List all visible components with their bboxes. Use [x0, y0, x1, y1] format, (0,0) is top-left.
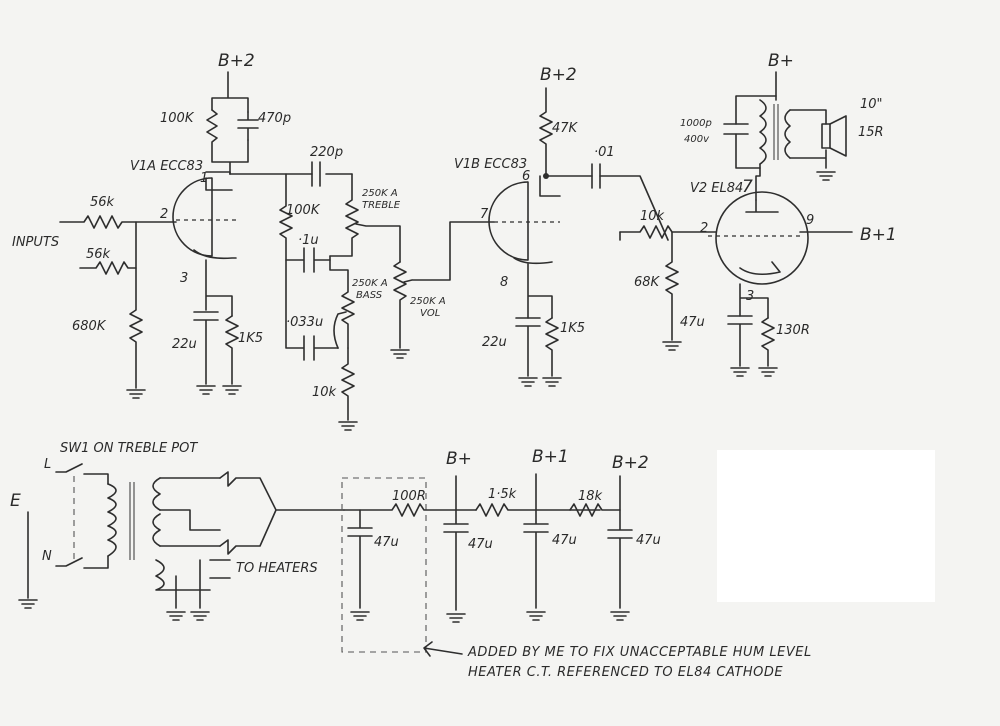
- psu-c2-label: 47u: [552, 533, 577, 548]
- added-components-box: [341, 477, 427, 653]
- v1b-pin-grid: 7: [480, 207, 489, 222]
- v1a-anode-cap-label: 470p: [258, 111, 291, 126]
- v1b-cathode-cap-label: 22u: [482, 335, 507, 350]
- power-supply: SW1 ON TREBLE POT L N E TO HEATERS 47u 1…: [10, 441, 661, 653]
- rail-b-plus-1-label-2: B+1: [532, 447, 569, 467]
- rail-b-plus-2-label-1: B+2: [218, 51, 255, 71]
- inputs-label: INPUTS: [12, 235, 59, 250]
- v2-cathode-cap-label: 47u: [680, 315, 705, 330]
- bass-pot-label: 250K A: [352, 278, 388, 289]
- v2-grid-leak-label: 68K: [634, 275, 661, 290]
- v1a-pin-cathode: 3: [180, 271, 188, 286]
- speaker-size-label: 10": [860, 97, 883, 112]
- v1a-pin-grid: 2: [160, 207, 168, 222]
- treble-pot-label: 250K A: [362, 188, 398, 199]
- psu-r3-label: 18k: [578, 489, 603, 504]
- v2-grid-stopper-label: 10k: [640, 209, 665, 224]
- speaker-imp-label: 15R: [858, 125, 884, 140]
- v2-tube-label: V2 EL84: [690, 181, 743, 196]
- output-stage-v2: B+ 1000p 400v 10" 15R V2 EL84 7 2 9 3 B+…: [619, 51, 897, 377]
- v2-pin-grid: 2: [700, 221, 708, 236]
- blank-patch: [717, 450, 935, 602]
- switch-label: SW1 ON TREBLE POT: [60, 441, 198, 456]
- stage1-v1a: B+2 100K 470p V1A ECC83 1 2 3 INPUTS 56k…: [12, 51, 353, 399]
- mains-earth-label: E: [10, 491, 21, 511]
- bass-label: BASS: [356, 290, 383, 301]
- v2-tube-envelope: [715, 191, 809, 285]
- note-line-2: HEATER C.T. REFERENCED TO EL84 CATHODE: [468, 665, 783, 680]
- v2-pin-anode: 7: [742, 177, 753, 197]
- input-r1-label: 56k: [90, 195, 115, 210]
- v1a-tube-envelope: [172, 177, 213, 257]
- v1b-anode-res-label: 47K: [552, 121, 579, 136]
- rail-b-plus-2-label-3: B+2: [612, 453, 649, 473]
- mains-live-label: L: [44, 457, 51, 472]
- mains-neutral-label: N: [42, 549, 52, 564]
- psu-c0-label: 47u: [374, 535, 399, 550]
- treble-cap-label: 220p: [310, 145, 343, 160]
- heaters-label: TO HEATERS: [236, 561, 318, 576]
- tone-stack: 220p 250K A TREBLE 100K ·1u ·033u 250K A…: [279, 145, 495, 431]
- vol-label: VOL: [420, 308, 440, 319]
- v1b-tube-envelope: [488, 181, 529, 261]
- psu-c3-label: 47u: [636, 533, 661, 548]
- v1b-pin-anode: 6: [522, 169, 530, 184]
- psu-c1-label: 47u: [468, 537, 493, 552]
- rail-b-plus-label-2: B+: [446, 449, 472, 469]
- slope-res-label: 100K: [286, 203, 321, 218]
- hum-fix-note: ADDED BY ME TO FIX UNACCEPTABLE HUM LEVE…: [423, 641, 812, 680]
- v2-pin-cathode: 3: [746, 289, 754, 304]
- v1b-coupling-cap-label: ·01: [594, 145, 615, 160]
- v1b-tube-label: V1B ECC83: [454, 157, 527, 172]
- rail-b-plus-label-1: B+: [768, 51, 794, 71]
- treble-label: TREBLE: [362, 200, 401, 211]
- psu-r2-label: 1·5k: [488, 487, 517, 502]
- rail-b-plus-1-label-1: B+1: [860, 225, 897, 245]
- input-r2-label: 56k: [86, 247, 111, 262]
- stage2-v1b: B+2 47K ·01 V1B ECC83 6 7 8 22u 1K5: [454, 65, 669, 387]
- v1b-pin-cathode: 8: [500, 275, 508, 290]
- bass-cap-label: ·033u: [286, 315, 323, 330]
- mid-cap-label: ·1u: [298, 233, 319, 248]
- note-line-1: ADDED BY ME TO FIX UNACCEPTABLE HUM LEVE…: [467, 645, 812, 660]
- v1a-cathode-cap-label: 22u: [172, 337, 197, 352]
- rail-b-plus-2-label-2: B+2: [540, 65, 577, 85]
- grid-leak-680k-label: 680K: [72, 319, 107, 334]
- v1a-pin-anode: 1: [200, 171, 208, 186]
- psu-r1-label: 100R: [392, 489, 426, 504]
- snubber-volt-label: 400v: [684, 134, 710, 145]
- v1a-tube-label: V1A ECC83: [130, 159, 203, 174]
- v1a-cathode-res-label: 1K5: [238, 331, 263, 346]
- tail-res-label: 10k: [312, 385, 337, 400]
- v2-cathode-res-label: 130R: [776, 323, 810, 338]
- vol-pot-label: 250K A: [410, 296, 446, 307]
- snubber-cap-label: 1000p: [680, 118, 712, 129]
- v1a-anode-res-label: 100K: [160, 111, 195, 126]
- v1b-cathode-res-label: 1K5: [560, 321, 585, 336]
- v2-pin-screen: 9: [806, 213, 814, 228]
